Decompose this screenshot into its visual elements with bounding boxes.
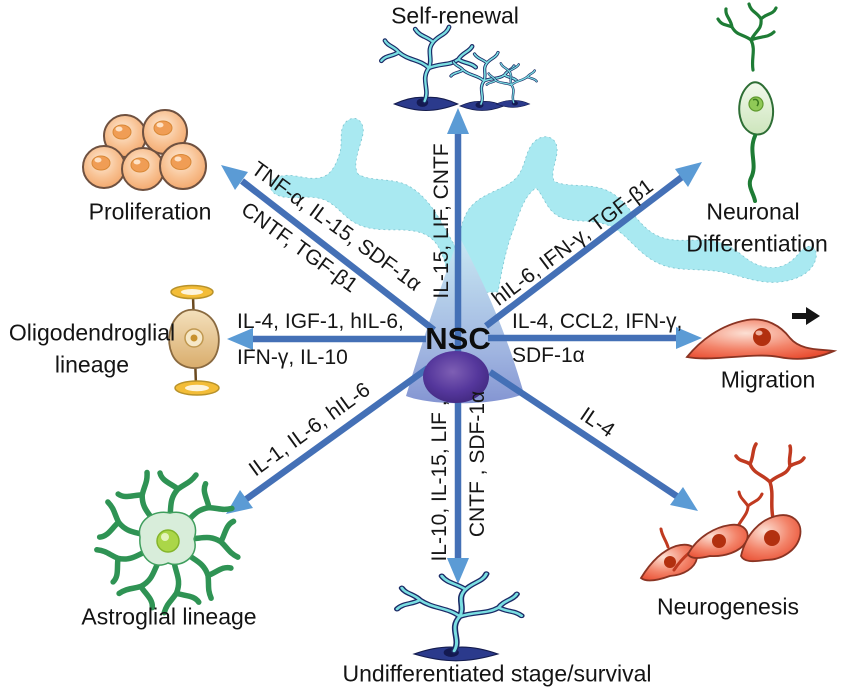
- factors-undifferentiated-line2: CNTF , SDF-1α: [465, 390, 489, 538]
- arrow-neurogenesis: [488, 369, 698, 511]
- label-neuronal-differentiation-line1: Neuronal: [706, 198, 800, 225]
- proliferation-cells-icon: [82, 109, 207, 191]
- nsc-center-label: NSC: [425, 321, 491, 356]
- label-migration: Migration: [720, 366, 816, 393]
- migration-cell-icon: [685, 307, 838, 360]
- label-oligodendroglial-line2: lineage: [54, 351, 130, 378]
- factors-oligodendroglial-line1: IL-4, IGF-1, hIL-6,: [237, 309, 404, 333]
- arrow-self-renewal: [447, 108, 469, 368]
- label-oligodendroglial-line1: Oligodendroglial: [8, 319, 176, 346]
- arrow-neuronal-differentiation: [484, 162, 702, 329]
- label-neurogenesis: Neurogenesis: [657, 593, 799, 620]
- arrow-astroglial: [226, 365, 430, 514]
- label-self-renewal: Self-renewal: [391, 2, 519, 29]
- factors-undifferentiated-line1: IL-10, IL-15, LIF ,: [427, 400, 451, 562]
- arrow-oligodendroglial: [227, 328, 426, 350]
- nsc-nucleus-icon: [423, 351, 489, 403]
- factors-oligodendroglial-line2: IFN-γ, IL-10: [237, 345, 348, 369]
- neurogenesis-cells-icon: [639, 442, 806, 582]
- label-astroglial: Astroglial lineage: [81, 603, 257, 630]
- label-neuronal-differentiation-line2: Differentiation: [686, 230, 828, 257]
- undifferentiated-cell-icon: [397, 574, 521, 661]
- arrow-undifferentiated: [447, 372, 469, 584]
- oligodendrocyte-icon: [168, 284, 220, 396]
- factors-self-renewal: IL-15, LIF, CNTF: [429, 143, 453, 299]
- self-renewal-cells-icon: [381, 27, 536, 111]
- factors-migration-line1: IL-4, CCL2, IFN-γ,: [512, 309, 683, 333]
- factors-migration-line2: SDF-1α: [512, 343, 585, 367]
- arrow-migration: [488, 327, 702, 349]
- neuron-icon: [716, 2, 778, 203]
- direction-arrow-icon: [792, 307, 820, 325]
- label-proliferation: Proliferation: [88, 198, 212, 225]
- arrow-proliferation: [221, 165, 436, 333]
- label-undifferentiated: Undifferentiated stage/survival: [342, 660, 652, 687]
- astrocyte-icon: [95, 471, 240, 615]
